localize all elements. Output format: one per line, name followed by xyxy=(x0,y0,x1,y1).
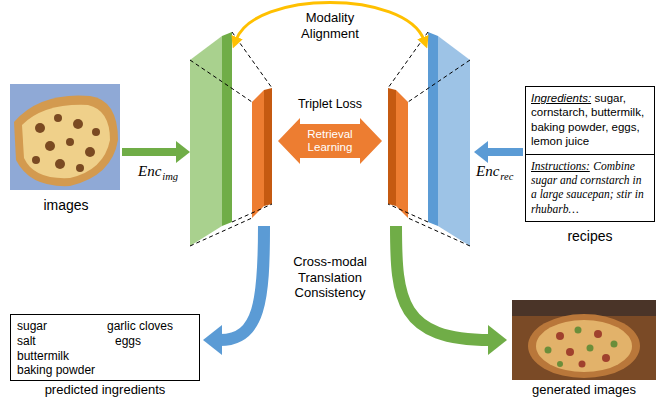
topping xyxy=(92,128,100,136)
plate-background xyxy=(10,84,120,190)
ingredient-prediction-arrow xyxy=(203,226,264,355)
board-background xyxy=(512,300,656,380)
photo-backdrop xyxy=(512,300,656,316)
topping xyxy=(594,330,602,338)
topping xyxy=(557,361,563,367)
arrow-shaft xyxy=(486,148,523,156)
arrow-shaft xyxy=(396,226,490,340)
recipe-section: Ingredients:sugar, cornstarch, buttermil… xyxy=(526,87,654,154)
arrow-shaft xyxy=(220,226,264,340)
arrow-head xyxy=(203,325,222,355)
topping xyxy=(76,164,84,172)
dashed-line xyxy=(232,32,272,88)
dashed-line xyxy=(232,204,272,222)
projection-lines xyxy=(388,32,470,246)
double-arrow xyxy=(278,118,382,164)
encoder-subscript: rec xyxy=(500,171,513,184)
arrow-head xyxy=(474,141,488,163)
dashed-line xyxy=(388,32,428,88)
encoder-face xyxy=(438,36,470,246)
image-panel: images xyxy=(8,84,124,190)
arrow-head xyxy=(176,141,190,163)
ingredient-item: sugar xyxy=(17,320,47,334)
recipe-box: Ingredients:sugar, cornstarch, buttermil… xyxy=(525,86,655,222)
ingredient-box: sugar garlic cloves salt eggs buttermilkbaki… xyxy=(10,314,200,381)
arrow-head xyxy=(488,325,507,355)
topping xyxy=(85,147,95,157)
recipe-heading: Instructions: xyxy=(531,160,590,172)
embedding-face xyxy=(252,90,264,218)
topping xyxy=(545,347,552,354)
dashed-line xyxy=(388,204,428,222)
ingredient-item: baking powder xyxy=(17,364,95,378)
encoder-label: Enc xyxy=(138,162,161,180)
encoder-face xyxy=(190,36,222,246)
image-input-arrow xyxy=(122,141,190,163)
generated-image-panel: generated images xyxy=(512,300,656,380)
encoder-label: Enc xyxy=(476,162,499,180)
recipe-input-arrow xyxy=(474,141,523,163)
topping xyxy=(611,341,618,348)
annotation: Triplet Loss xyxy=(280,97,380,112)
embedding-side xyxy=(264,88,272,206)
caption: recipes xyxy=(526,228,654,244)
topping xyxy=(579,361,586,368)
ingredient-item: garlic cloves xyxy=(107,320,173,334)
pizza-crust xyxy=(528,314,640,378)
arrow-label: Retrieval Learning xyxy=(301,128,359,154)
food-photo xyxy=(10,84,120,190)
embedding-face xyxy=(396,90,408,218)
topping xyxy=(54,114,62,122)
topping xyxy=(55,159,65,169)
pizza-cheese xyxy=(22,105,110,178)
projection-lines xyxy=(190,32,272,246)
pizza-crust xyxy=(14,96,118,187)
dashed-line xyxy=(190,218,252,246)
topping xyxy=(587,345,594,352)
encoder-side xyxy=(222,32,232,226)
caption: images xyxy=(8,197,124,213)
sausage-bits xyxy=(32,114,100,172)
annotation: Modality Alignment xyxy=(285,10,375,41)
pizza-cheese xyxy=(536,320,632,372)
arrow-shaft xyxy=(122,148,178,156)
caption: generated images xyxy=(512,383,656,398)
topping xyxy=(566,348,574,356)
topping xyxy=(35,123,45,133)
image-encoder xyxy=(190,32,272,246)
recipe-encoder xyxy=(388,32,470,246)
dashed-line xyxy=(190,60,252,102)
annotation: Cross-modal Translation Consistency xyxy=(280,254,380,301)
recipe-heading: Ingredients: xyxy=(531,92,591,104)
retrieval-arrow: Retrieval Learning xyxy=(278,118,382,164)
ingredient-item: buttermilk xyxy=(17,350,69,364)
dashed-line xyxy=(408,60,470,102)
topping xyxy=(73,119,83,129)
topping xyxy=(575,327,582,334)
caption: predicted ingredients xyxy=(11,383,199,398)
encoder-side xyxy=(428,32,438,226)
pizza-toppings xyxy=(545,327,618,368)
generated-photo xyxy=(512,300,656,380)
image-generation-arrow xyxy=(396,226,507,355)
embedding-side xyxy=(388,88,396,206)
recipe-section: Instructions:Combine sugar and cornstarc… xyxy=(526,154,654,222)
topping xyxy=(556,332,564,340)
ingredient-item: salt xyxy=(17,335,36,349)
ingredient-item: eggs xyxy=(115,335,141,349)
encoder-subscript: img xyxy=(162,171,178,184)
dashed-line xyxy=(408,218,470,246)
topping xyxy=(66,138,74,146)
topping xyxy=(32,156,40,164)
topping xyxy=(602,354,610,362)
topping xyxy=(45,141,55,151)
